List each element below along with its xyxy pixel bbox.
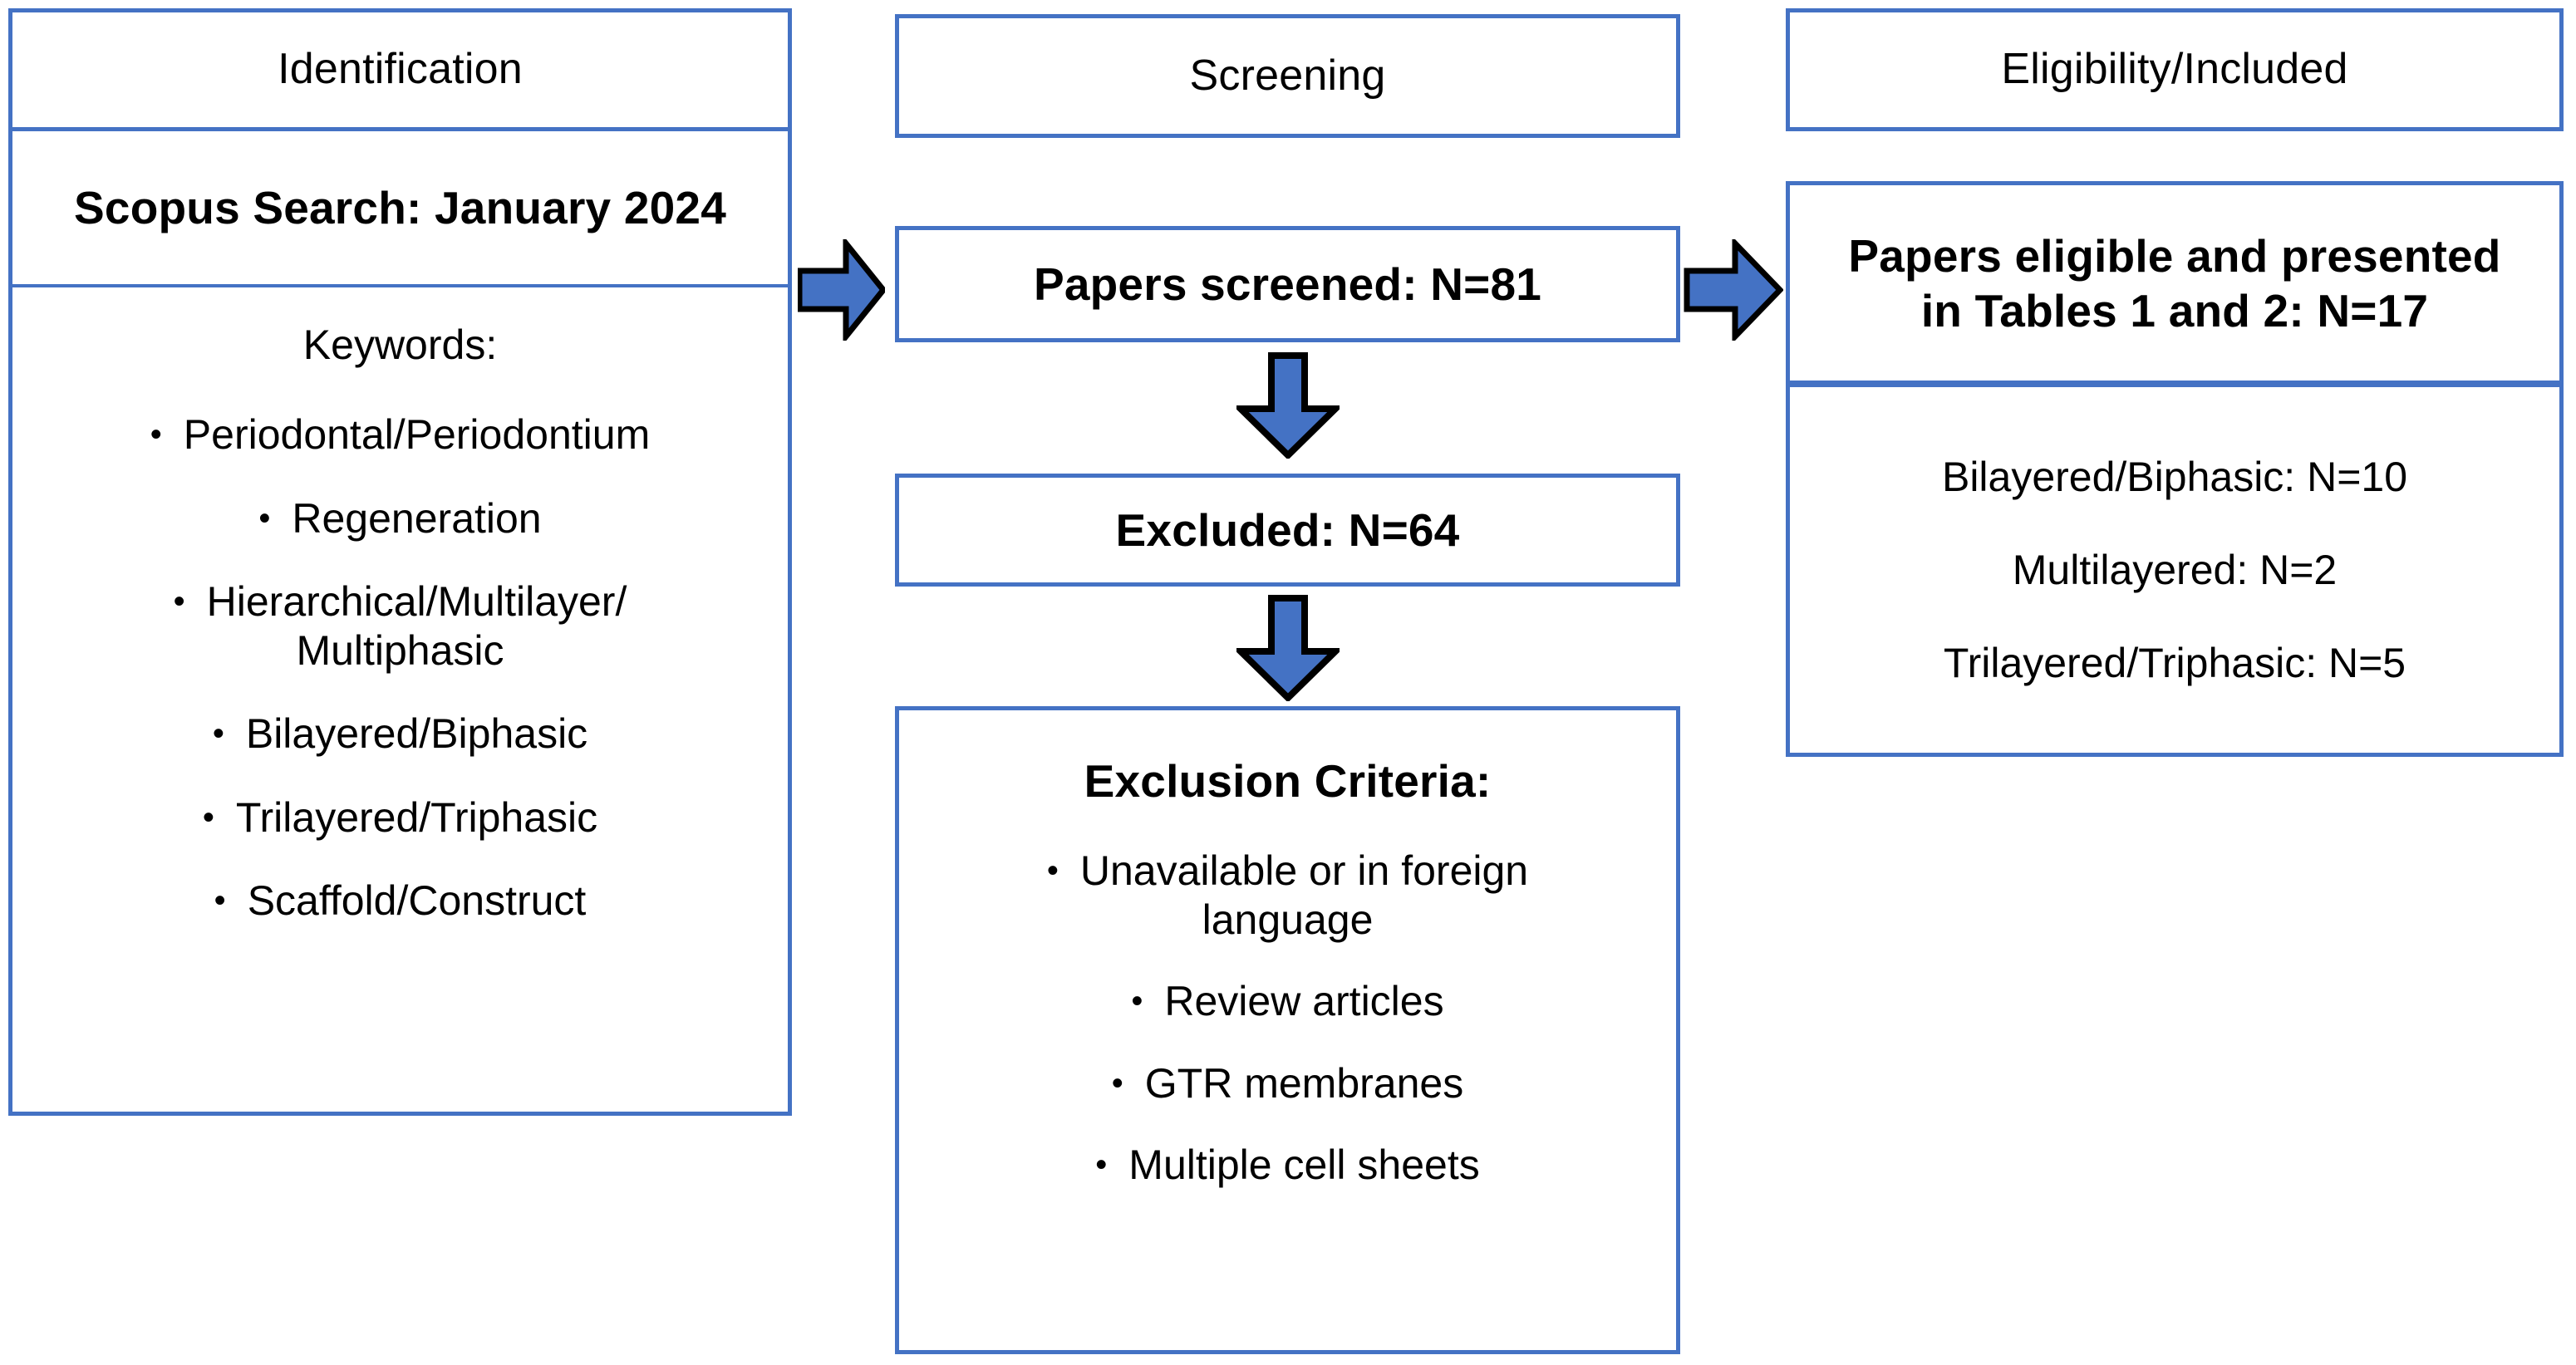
breakdown-item-trilayered: Trilayered/Triphasic: N=5 [1943,640,2406,686]
keyword-label-continuation: Multiphasic [296,626,504,674]
papers-eligible-box: Papers eligible and presented in Tables … [1786,181,2564,385]
keyword-label: Periodontal/Periodontium [183,411,651,458]
exclusion-criteria-title: Exclusion Criteria: [1084,755,1492,807]
exclusion-criteria-item: • GTR membranes [899,1059,1676,1108]
keywords-list: •Periodontal/Periodontium •Regeneration … [26,410,774,926]
exclusion-criteria-list: • Unavailable or in foreign language • Rev… [899,847,1676,1190]
identification-content-box: Scopus Search: January 2024 Keywords: • P… [8,127,792,1116]
exclusion-criteria-label: Unavailable or in foreign [1079,847,1529,894]
keyword-item: • Hierarchical/Multilayer/ Multiphasic [26,577,774,675]
keyword-label: Hierarchical/Multilayer/ [206,578,627,625]
papers-screened-box: Papers screened: N=81 [895,226,1680,342]
papers-eligible-label-line2: in Tables 1 and 2: N=17 [1920,284,2429,336]
exclusion-criteria-label: Multiple cell sheets [1128,1142,1480,1188]
excluded-label: Excluded: N=64 [1115,504,1460,556]
bullet-icon: • [1095,1147,1108,1183]
keyword-item: • Regeneration [26,494,774,543]
keyword-item: • Bilayered/Biphasic [26,710,774,759]
breakdown-item-multilayered: Multilayered: N=2 [2012,547,2338,593]
breakdown-item-bilayered: Bilayered/Biphasic: N=10 [1941,454,2408,500]
arrow-right-icon [798,239,885,341]
arrow-down-icon [1236,352,1340,459]
papers-eligible-label-line1: Papers eligible and presented [1848,229,2501,282]
keyword-label: Scaffold/Construct [247,877,587,924]
keyword-item: • Scaffold/Construct [26,876,774,926]
bullet-icon: • [212,715,224,752]
screening-header-label: Screening [1189,51,1386,100]
bullet-icon: • [150,416,162,453]
bullet-icon: • [258,499,271,537]
identification-header-label: Identification [278,45,523,94]
eligibility-header-label: Eligibility/Included [2001,45,2348,94]
bullet-icon: • [173,583,185,620]
included-breakdown-box: Bilayered/Biphasic: N=10 Multilayered: N… [1786,383,2564,757]
keywords-label: Keywords: [302,322,498,368]
exclusion-criteria-item: • Multiple cell sheets [899,1141,1676,1190]
arrow-right-icon [1684,239,1783,341]
exclusion-criteria-label-continuation: language [1202,896,1374,943]
excluded-box: Excluded: N=64 [895,474,1680,587]
bullet-icon: • [1111,1064,1123,1102]
exclusion-criteria-label: GTR membranes [1144,1059,1464,1107]
bullet-icon: • [1046,852,1059,889]
keyword-label: Trilayered/Triphasic [235,793,598,841]
keywords-section: Keywords: • Periodontal/Periodontium • Reg… [12,287,788,926]
papers-screened-label: Papers screened: N=81 [1033,258,1542,310]
keyword-label: Bilayered/Biphasic [245,710,588,757]
screening-header-box: Screening [895,14,1680,138]
exclusion-criteria-box: Exclusion Criteria: • Unavailable or in f… [895,706,1680,1354]
exclusion-criteria-label: Review articles [1164,978,1444,1024]
bullet-icon: • [202,798,214,836]
keyword-label: Regeneration [292,494,542,542]
scopus-search-row: Scopus Search: January 2024 [12,131,788,287]
exclusion-criteria-item: • Unavailable or in foreign language [899,847,1676,944]
bullet-icon: • [214,882,226,919]
bullet-icon: • [1131,983,1143,1019]
exclusion-criteria-item: • Review articles [899,977,1676,1026]
scopus-search-label: Scopus Search: January 2024 [74,182,726,233]
identification-header-box: Identification [8,8,792,131]
arrow-down-icon [1236,595,1340,701]
keyword-item: • Periodontal/Periodontium [26,410,774,459]
keyword-item: • Trilayered/Triphasic [26,793,774,842]
eligibility-header-box: Eligibility/Included [1786,8,2564,131]
